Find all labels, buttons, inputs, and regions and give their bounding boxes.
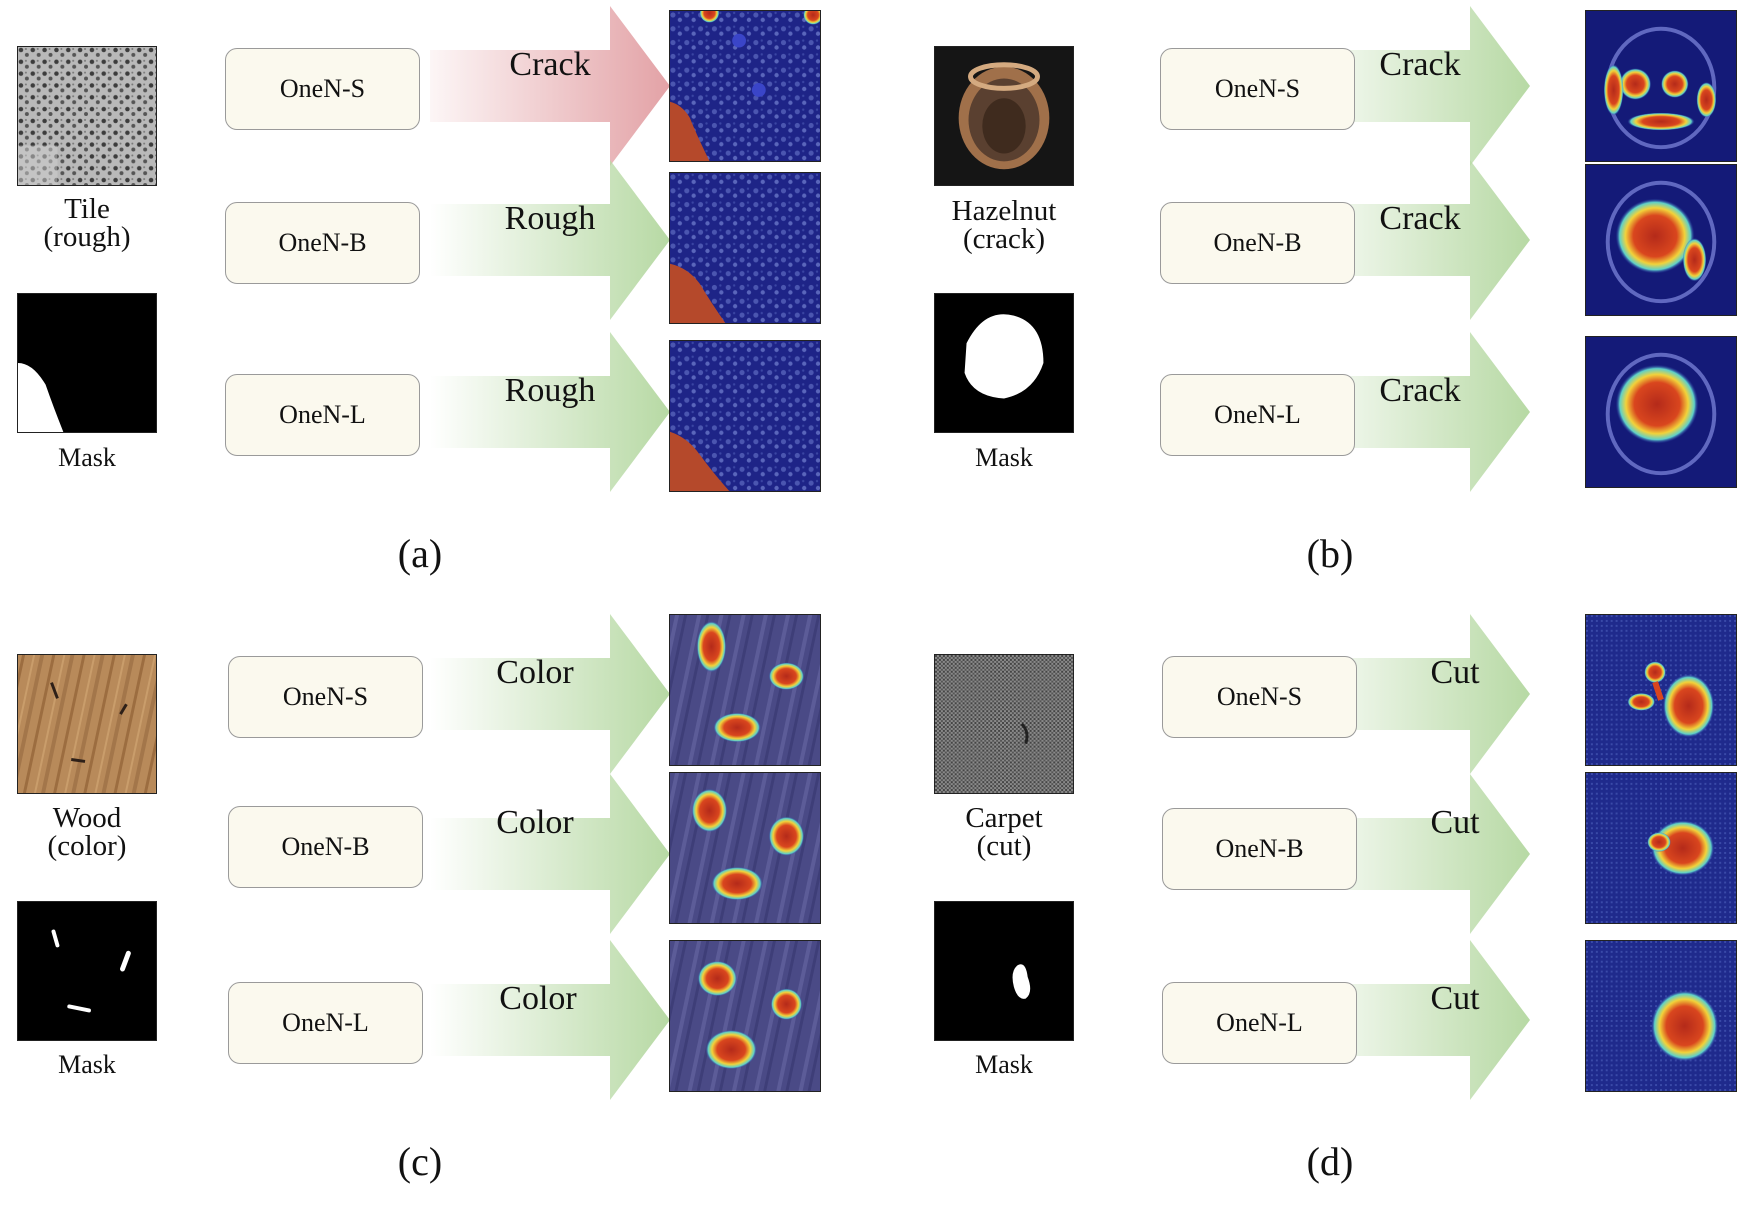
model-row-s: OneN-S Color: [0, 614, 871, 774]
heatmap-image: [1585, 940, 1737, 1092]
arrow-correct: [430, 774, 670, 934]
prediction-label: Color: [455, 804, 615, 842]
model-row-b: OneN-B Color: [0, 774, 871, 934]
arrow-correct: [430, 332, 670, 492]
prediction-label: Color: [455, 654, 615, 692]
model-box: OneN-S: [1160, 48, 1355, 130]
heatmap-image: [669, 614, 821, 766]
model-row-l: OneN-L Color: [0, 940, 871, 1100]
model-row-s: OneN-S Crack: [920, 6, 1742, 166]
prediction-label: Cut: [1375, 804, 1535, 842]
heatmap-image: [669, 772, 821, 924]
panel-b: Hazelnut (crack) Mask OneN-S Crack OneN-…: [920, 0, 1742, 602]
model-row-b: OneN-B Crack: [920, 160, 1742, 320]
model-box: OneN-S: [1162, 656, 1357, 738]
heatmap-image: [669, 340, 821, 492]
prediction-label: Cut: [1375, 654, 1535, 692]
arrow-correct: [430, 940, 670, 1100]
model-box: OneN-L: [228, 982, 423, 1064]
prediction-label: Crack: [1340, 46, 1500, 84]
subfigure-label: (d): [1280, 1138, 1380, 1185]
model-box: OneN-L: [1162, 982, 1357, 1064]
panel-c: Wood (color) Mask OneN-S Color OneN-B Co…: [0, 604, 871, 1206]
model-box: OneN-B: [228, 806, 423, 888]
heatmap-image: [1585, 164, 1737, 316]
arrow-incorrect: [430, 6, 670, 166]
subfigure-label: (b): [1280, 530, 1380, 577]
prediction-label: Rough: [470, 372, 630, 410]
prediction-label: Rough: [470, 200, 630, 238]
model-row-s: OneN-S Crack: [0, 6, 871, 166]
heatmap-image: [1585, 772, 1737, 924]
heatmap-image: [1585, 336, 1737, 488]
heatmap-image: [1585, 10, 1737, 162]
heatmap-image: [669, 172, 821, 324]
arrow-correct: [430, 160, 670, 320]
model-row-s: OneN-S Cut: [920, 614, 1742, 774]
prediction-label: Crack: [1340, 200, 1500, 238]
heatmap-image: [1585, 614, 1737, 766]
subfigure-label: (a): [370, 530, 470, 577]
model-box: OneN-S: [228, 656, 423, 738]
model-row-b: OneN-B Cut: [920, 774, 1742, 934]
model-box: OneN-B: [1162, 808, 1357, 890]
prediction-label: Cut: [1375, 980, 1535, 1018]
model-box: OneN-S: [225, 48, 420, 130]
model-row-l: OneN-L Rough: [0, 332, 871, 492]
model-box: OneN-B: [225, 202, 420, 284]
model-box: OneN-B: [1160, 202, 1355, 284]
prediction-label: Color: [458, 980, 618, 1018]
subfigure-label: (c): [370, 1138, 470, 1185]
heatmap-image: [669, 10, 821, 162]
prediction-label: Crack: [1340, 372, 1500, 410]
model-box: OneN-L: [225, 374, 420, 456]
panel-d: Carpet (cut) Mask OneN-S Cut OneN-B Cut …: [920, 604, 1742, 1206]
model-row-l: OneN-L Crack: [920, 332, 1742, 492]
model-box: OneN-L: [1160, 374, 1355, 456]
heatmap-image: [669, 940, 821, 1092]
model-row-b: OneN-B Rough: [0, 160, 871, 320]
model-row-l: OneN-L Cut: [920, 940, 1742, 1100]
arrow-correct: [430, 614, 670, 774]
panel-a: Tile (rough) Mask OneN-S Crack OneN-B Ro…: [0, 0, 871, 602]
prediction-label: Crack: [470, 46, 630, 84]
